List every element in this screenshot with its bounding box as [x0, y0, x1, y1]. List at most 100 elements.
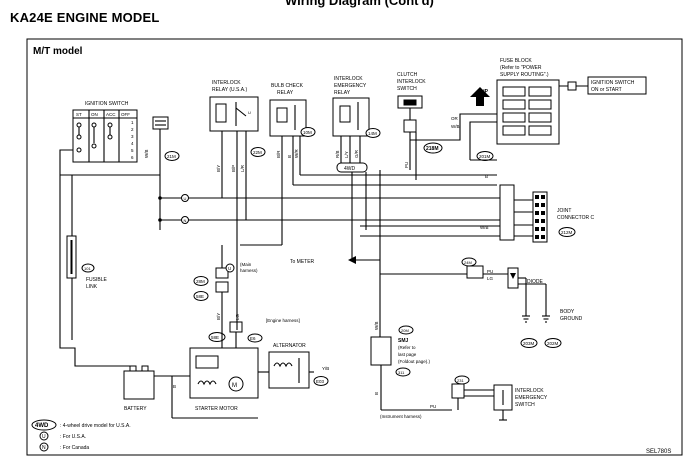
connector-58e-b-label: 58E — [196, 294, 204, 299]
main-harness-l1: (Main — [240, 262, 252, 267]
interlock-relay-l2: RELAY (U.S.A.) — [212, 87, 247, 93]
wire-by: B/Y — [216, 165, 221, 172]
page-code: SEL780S — [646, 449, 671, 455]
engine-harness-label: [Engine harness] — [266, 318, 300, 323]
bulb-relay-body — [269, 99, 307, 137]
svg-text:U: U — [184, 196, 187, 201]
alternator-body — [268, 351, 310, 389]
bulb-check-relay: BULB CHECK RELAY — [269, 83, 307, 137]
connector-231 — [395, 367, 411, 377]
ignition-switch-label: IGNITION SWITCH — [85, 101, 129, 107]
connector-engine-harness — [229, 321, 243, 333]
wire-gr: G/R — [354, 149, 359, 158]
legend-n-text: : For Canada — [60, 445, 89, 451]
fusible-link-l2: LINK — [86, 284, 98, 290]
connector-22m-label: 22M — [253, 150, 262, 155]
alternator-label: ALTERNATOR — [273, 343, 306, 349]
connector-diode — [466, 265, 484, 279]
connector-21m — [164, 151, 180, 161]
ie-relay-l2: EMERGENCY — [334, 83, 367, 89]
interlock-relay-body — [209, 96, 259, 132]
connector-212m — [558, 227, 576, 237]
battery-body — [123, 370, 155, 400]
connector-e6 — [247, 333, 263, 343]
connector-218m-label: 218M — [426, 146, 439, 152]
connector-10m — [300, 127, 316, 137]
connector-20m-label: 20M — [401, 328, 409, 333]
interlock-relay-l1: INTERLOCK — [212, 80, 241, 86]
ie-switch-l1: INTERLOCK — [515, 388, 544, 394]
connector-58e-a-label: 58E — [211, 335, 219, 340]
wire-rb: R/B — [335, 150, 340, 158]
svg-text:N: N — [184, 218, 187, 223]
wire-wr: W/R — [294, 149, 299, 158]
smj: SMJ (Refer to last page (Foldout page).) — [370, 336, 431, 366]
clutch-switch-body — [403, 119, 417, 133]
connector-10m-label: 10M — [303, 130, 312, 135]
starter-motor: M STARTER MOTOR — [189, 347, 259, 412]
interlock-relay: INTERLOCK RELAY (U.S.A.) U — [209, 80, 259, 132]
connector-58e-a — [208, 332, 226, 342]
bulb-relay-l1: BULB CHECK — [271, 83, 304, 89]
ie-relay-l3: RELAY — [334, 90, 351, 96]
fusible-link-l1: FUSIBLE — [86, 277, 108, 283]
ig-term-3: 3 — [131, 134, 134, 139]
fuse-block-l1: FUSE BLOCK — [500, 58, 532, 64]
legend-u-symbol — [39, 431, 49, 441]
wire-b-smj: B — [374, 392, 379, 395]
ig-term-4: 4 — [131, 141, 134, 146]
body-ground-l1: BODY — [560, 309, 575, 315]
legend-u-text: : For U.S.A. — [60, 434, 86, 440]
instrument-harness-label: (Instrument harness) — [380, 414, 422, 419]
clutch-l1: CLUTCH — [397, 72, 418, 78]
connector-218m — [423, 142, 443, 154]
ig-col-st: ST — [76, 112, 82, 117]
wire-wb-1: W/B — [144, 150, 149, 159]
main-harness-l2: harness) — [240, 268, 258, 273]
wire-pu-diode: PU — [487, 269, 493, 274]
up-label: UP — [481, 89, 489, 95]
connector-14m — [365, 128, 381, 138]
starter-motor-label: STARTER MOTOR — [195, 406, 238, 412]
top-cut-title: Wiring Diagram (Cont'd) — [285, 0, 434, 8]
joint-connector-body — [532, 191, 548, 243]
wire-lr: L/R — [240, 164, 245, 172]
wire-lg-lower: LG — [235, 313, 240, 320]
fuse-block-l2: (Refer to "POWER — [500, 65, 542, 71]
fuse-block: FUSE BLOCK (Refer to "POWER SUPPLY ROUTI… — [496, 58, 560, 145]
joint-connector-c: JOINT CONNECTOR C — [532, 191, 595, 243]
wire-pu-clutch: PU — [404, 162, 409, 168]
connector-202m — [544, 338, 562, 348]
u-symbol-text: U — [228, 266, 231, 271]
alternator: ALTERNATOR — [268, 343, 310, 389]
fusible-link: FUSIBLE LINK — [66, 235, 108, 290]
wire-or: OR — [451, 116, 459, 121]
bulb-relay-l2: RELAY — [277, 90, 294, 96]
fuse-block-l3: SUPPLY ROUTING".) — [500, 72, 549, 78]
wire-ly: L/Y — [344, 151, 349, 158]
ie-switch-l2: EMERGENCY — [515, 395, 548, 401]
ig-term-6: 6 — [131, 155, 134, 160]
wire-b-battery: B — [173, 384, 176, 389]
wire-wb-smj: W/B — [374, 322, 379, 331]
connector-21m-label: 21M — [167, 154, 176, 159]
motor-icon: M — [232, 383, 237, 389]
connector-212m-label: 212M — [561, 230, 573, 235]
ie-relay-body — [332, 97, 370, 137]
smj-l4: (Foldout page).) — [398, 359, 431, 364]
connector-311-label: 231 — [457, 378, 464, 383]
diode-label: DIODE — [527, 279, 544, 285]
connector-28m-label: 28M — [196, 279, 205, 284]
connector-311 — [454, 375, 470, 385]
connector-202m-label: 202M — [547, 341, 559, 346]
wire-bp: B/P — [231, 165, 236, 172]
ig-term-1: 1 — [131, 120, 134, 125]
connector-4wd-label: 4WD — [344, 166, 356, 172]
panel-title: M/T model — [33, 46, 83, 57]
ground-symbols — [522, 315, 550, 323]
u-symbol — [225, 263, 235, 273]
wire-wb-joint: W/B — [480, 225, 489, 230]
legend-n-symbol-text: N — [42, 445, 46, 451]
ig-term-5: 5 — [131, 148, 134, 153]
